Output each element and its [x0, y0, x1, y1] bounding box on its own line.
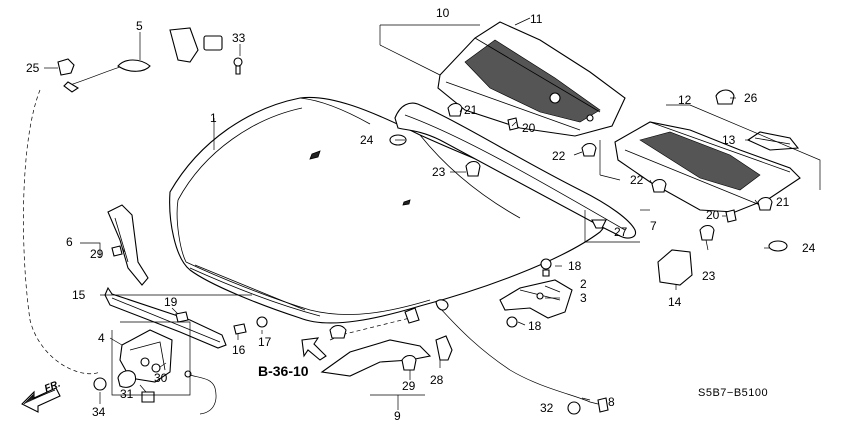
- callout-33: 33: [232, 31, 246, 45]
- callout-20b: 20: [706, 208, 720, 222]
- callout-24b: 24: [802, 241, 816, 255]
- support-bracket-icon: [320, 307, 432, 377]
- leader-lines: [44, 17, 770, 404]
- callout-6: 6: [66, 235, 73, 249]
- callout-34: 34: [92, 405, 106, 419]
- callout-21b: 21: [776, 195, 790, 209]
- opener-cable-icon: [184, 299, 609, 415]
- callout-32: 32: [540, 401, 554, 415]
- callout-29a: 29: [402, 379, 416, 393]
- callout-12: 12: [678, 93, 692, 107]
- front-label: FR.: [43, 379, 62, 395]
- clip-icon: [57, 57, 788, 415]
- callout-23b: 23: [702, 269, 716, 283]
- reference-code: B-36-10: [258, 363, 309, 379]
- callout-15: 15: [72, 288, 86, 302]
- release-cable-icon: [23, 27, 223, 374]
- callout-9: 9: [394, 409, 401, 423]
- callout-24a: 24: [360, 133, 374, 147]
- callout-1: 1: [210, 111, 217, 125]
- callout-29b: 29: [90, 247, 104, 261]
- callout-17: 17: [258, 335, 272, 349]
- stay-bracket-icon: [107, 204, 149, 286]
- cowl-top-left-icon: [437, 21, 626, 137]
- callout-27: 27: [614, 225, 628, 239]
- callout-30: 30: [154, 371, 168, 385]
- rubber-pad-icon: [657, 249, 693, 286]
- callout-2: 2: [580, 277, 587, 291]
- callout-19: 19: [164, 295, 178, 309]
- callout-31: 31: [120, 387, 134, 401]
- callout-3: 3: [580, 291, 587, 305]
- group-outlines: [80, 24, 821, 410]
- callout-28: 28: [430, 373, 444, 387]
- callout-5: 5: [136, 19, 143, 33]
- callout-4: 4: [98, 331, 105, 345]
- reference-arrow-icon: [301, 337, 327, 361]
- front-arrow-icon: [21, 387, 61, 413]
- callout-20a: 20: [522, 121, 536, 135]
- hood-hinge-icon: [499, 279, 573, 319]
- hood-seal-icon: [394, 102, 637, 239]
- callout-labels: 1 2 3 4 5 6 7 8 9 10 11 12 13 14 15 16 1…: [26, 6, 816, 423]
- callout-22a: 22: [552, 149, 566, 163]
- callout-8: 8: [608, 395, 615, 409]
- front-seal-icon: [104, 286, 227, 349]
- callout-25: 25: [26, 61, 40, 75]
- callout-22b: 22: [630, 173, 644, 187]
- callout-11: 11: [530, 12, 543, 26]
- callout-18b: 18: [528, 319, 542, 333]
- callout-23a: 23: [432, 165, 446, 179]
- callout-14: 14: [668, 295, 682, 309]
- callout-26: 26: [744, 91, 758, 105]
- callout-13: 13: [722, 133, 736, 147]
- callout-18a: 18: [568, 259, 582, 273]
- callout-7: 7: [650, 219, 657, 233]
- hood-panel-icon: [169, 96, 606, 324]
- cowl-top-right-icon: [614, 121, 801, 213]
- callout-16: 16: [232, 343, 246, 357]
- callout-21a: 21: [464, 103, 478, 117]
- callout-10: 10: [436, 6, 450, 20]
- drawing-number: S5B7−B5100: [698, 387, 768, 399]
